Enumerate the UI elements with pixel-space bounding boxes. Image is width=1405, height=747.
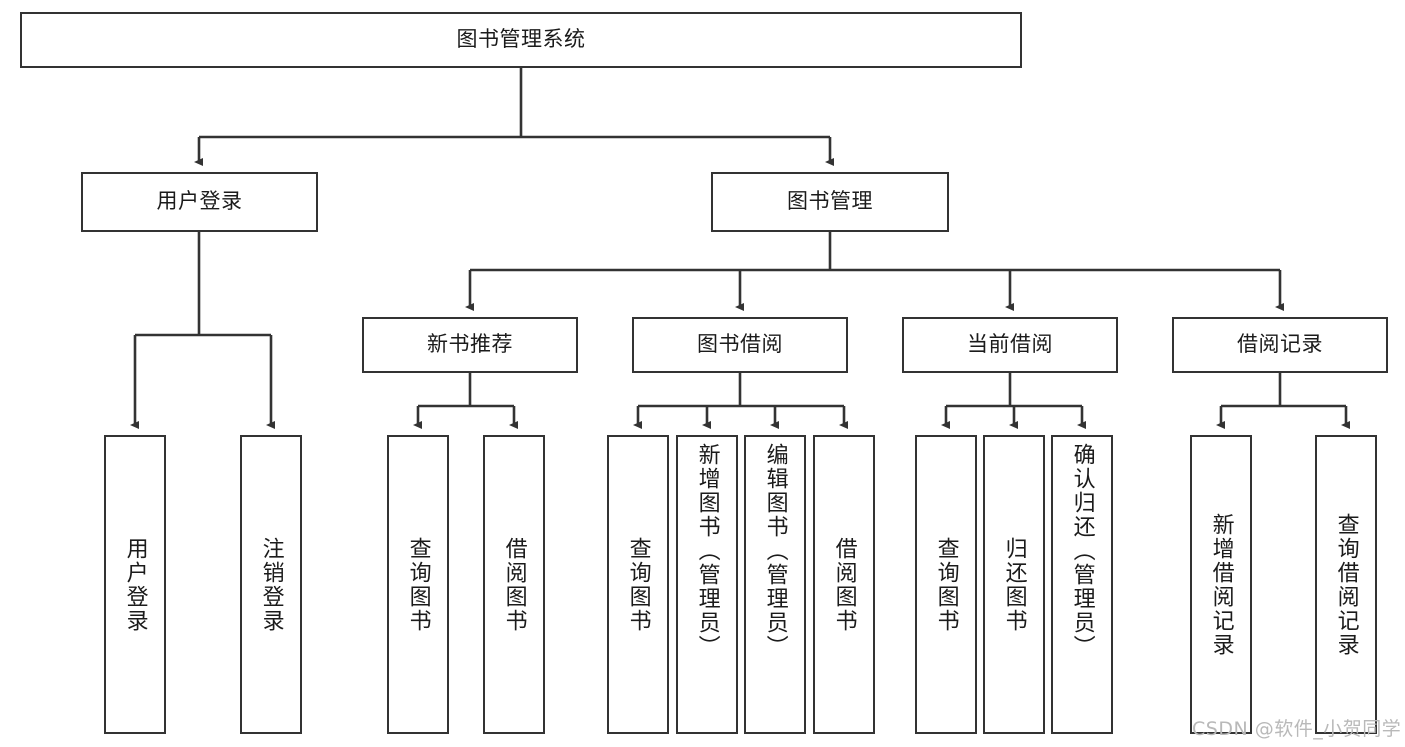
node-leaf-add-book-label: 新增图书（管理员） <box>694 443 720 659</box>
node-new-book-rec-label: 新书推荐 <box>427 332 513 357</box>
node-book-manage[interactable]: 图书管理 <box>711 172 949 232</box>
node-leaf-query-record[interactable]: 查询借阅记录 <box>1315 435 1377 734</box>
node-leaf-query-book[interactable]: 查询图书 <box>607 435 669 734</box>
node-leaf-user-login-label: 用户登录 <box>122 536 148 633</box>
node-leaf-user-login[interactable]: 用户登录 <box>104 435 166 734</box>
watermark-text: CSDN @软件_小贺同学 <box>1192 718 1402 740</box>
node-root-label: 图书管理系统 <box>456 27 586 52</box>
node-leaf-query-book-rec-label: 查询图书 <box>405 536 431 633</box>
node-leaf-user-logout-label: 注销登录 <box>258 536 284 633</box>
node-leaf-return-book[interactable]: 归还图书 <box>983 435 1045 734</box>
node-leaf-edit-book[interactable]: 编辑图书（管理员） <box>744 435 806 734</box>
node-leaf-add-book[interactable]: 新增图书（管理员） <box>676 435 738 734</box>
node-root[interactable]: 图书管理系统 <box>20 12 1022 68</box>
node-leaf-query-record-label: 查询借阅记录 <box>1333 512 1359 657</box>
node-leaf-query-book-label: 查询图书 <box>625 536 651 633</box>
node-borrow-record-label: 借阅记录 <box>1237 332 1323 357</box>
node-leaf-user-logout[interactable]: 注销登录 <box>240 435 302 734</box>
node-leaf-borrow-book-rec[interactable]: 借阅图书 <box>483 435 545 734</box>
node-user-login-label: 用户登录 <box>156 189 243 214</box>
node-leaf-confirm-return-label: 确认归还（管理员） <box>1069 443 1095 659</box>
node-leaf-query-book-rec[interactable]: 查询图书 <box>387 435 449 734</box>
node-leaf-confirm-return[interactable]: 确认归还（管理员） <box>1051 435 1113 734</box>
node-leaf-add-record-label: 新增借阅记录 <box>1208 512 1234 657</box>
node-leaf-edit-book-label: 编辑图书（管理员） <box>762 443 788 659</box>
node-book-borrow[interactable]: 图书借阅 <box>632 317 848 373</box>
node-book-manage-label: 图书管理 <box>787 189 873 214</box>
node-leaf-add-record[interactable]: 新增借阅记录 <box>1190 435 1252 734</box>
node-leaf-return-book-label: 归还图书 <box>1001 536 1027 633</box>
node-current-borrow[interactable]: 当前借阅 <box>902 317 1118 373</box>
node-leaf-borrow-book-rec-label: 借阅图书 <box>501 536 527 633</box>
node-leaf-borrow-book-label: 借阅图书 <box>831 536 857 633</box>
node-current-borrow-label: 当前借阅 <box>967 332 1053 357</box>
node-leaf-query-book-cur-label: 查询图书 <box>933 536 959 633</box>
node-new-book-rec[interactable]: 新书推荐 <box>362 317 578 373</box>
node-book-borrow-label: 图书借阅 <box>697 332 783 357</box>
node-user-login[interactable]: 用户登录 <box>81 172 318 232</box>
node-leaf-borrow-book[interactable]: 借阅图书 <box>813 435 875 734</box>
node-borrow-record[interactable]: 借阅记录 <box>1172 317 1388 373</box>
node-leaf-query-book-cur[interactable]: 查询图书 <box>915 435 977 734</box>
